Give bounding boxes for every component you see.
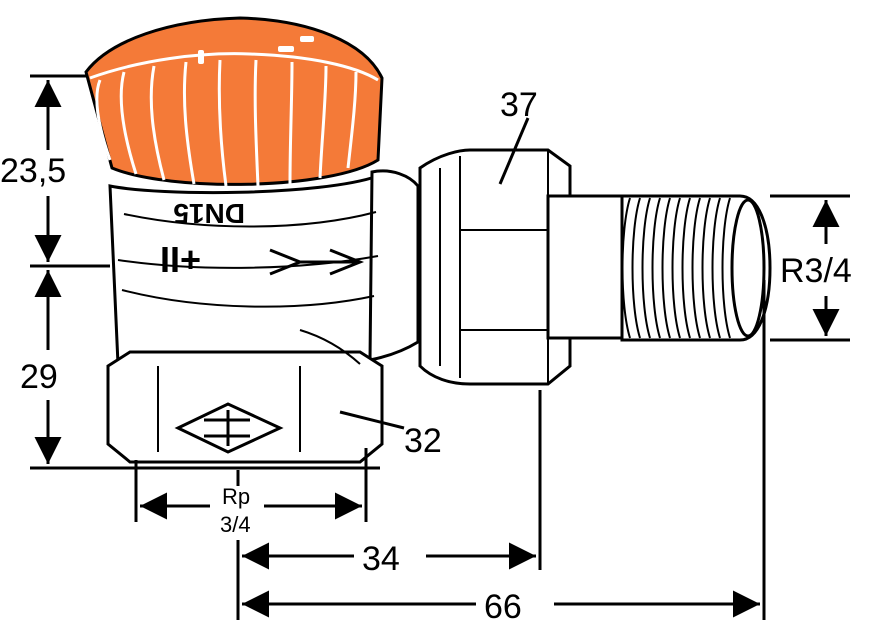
part-32-label: 32 (404, 422, 442, 460)
dn-marking: DN15 (173, 198, 245, 229)
thread-ridge (721, 197, 731, 339)
union-nut (418, 148, 572, 386)
part-37-label: 37 (500, 86, 538, 124)
thread-ridge (711, 197, 721, 339)
thread-ridge (651, 197, 661, 339)
dim-rp-size-label: 3/4 (220, 512, 251, 537)
dimension-lines (30, 74, 850, 620)
threaded-tailpiece (546, 194, 772, 342)
thread-ridge (681, 197, 691, 339)
flow-arrow-icon (269, 248, 365, 276)
handwheel-cap (84, 16, 384, 187)
thread-ridge (661, 197, 671, 339)
thread-ridge (641, 197, 651, 339)
dim-29-label: 29 (20, 358, 58, 396)
thread-ridge (621, 197, 631, 339)
dim-rp-label: Rp (222, 484, 250, 509)
thread-ridge (671, 197, 681, 339)
manufacturer-logo-icon (174, 402, 284, 454)
valve-body (106, 169, 420, 464)
dim-66-label: 66 (484, 588, 522, 624)
thread-ridge (631, 197, 641, 339)
presetting-symbol: II+ (160, 239, 201, 280)
thread-ridge (691, 197, 701, 339)
dim-23-5-label: 23,5 (0, 152, 66, 190)
dim-34-label: 34 (362, 540, 400, 578)
dim-r34-label: R3/4 (780, 252, 852, 290)
thread-ridge (701, 197, 711, 339)
